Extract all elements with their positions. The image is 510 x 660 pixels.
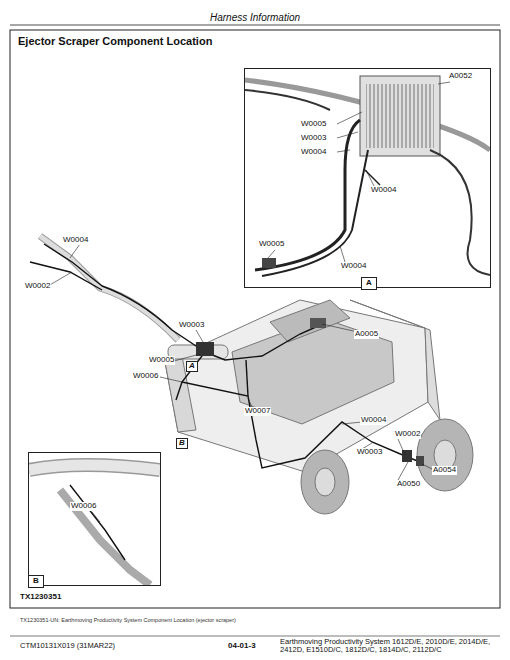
page-number: 04-01-3 xyxy=(228,642,256,651)
footer-rule xyxy=(10,636,500,637)
harness-wires xyxy=(30,244,420,468)
figure-frame xyxy=(10,30,500,608)
callout-number: W0002 xyxy=(24,282,51,291)
callout-number: W0002 xyxy=(394,430,421,439)
inset-b-drawing xyxy=(29,465,160,585)
model-list: Earthmoving Productivity System 1612D/E,… xyxy=(280,638,500,655)
callout-number: W0004 xyxy=(370,186,397,195)
figure-caption: TX1230351-UN: Earthmoving Productivity S… xyxy=(20,617,236,623)
document-id: CTM10131X019 (31MAR22) xyxy=(20,642,115,650)
inset-a-drawing xyxy=(245,76,490,276)
callout-number: A0050 xyxy=(396,480,421,489)
figure-title: Ejector Scraper Component Location xyxy=(18,35,212,47)
callout-number: W0005 xyxy=(300,120,327,129)
callout-number: W0005 xyxy=(258,240,285,249)
callout-number: A0052 xyxy=(448,72,473,81)
figure-number: TX1230351 xyxy=(20,593,61,602)
callout-number: W0004 xyxy=(300,148,327,157)
callout-number: W0006 xyxy=(132,372,159,381)
header-rule xyxy=(10,25,500,26)
inset-letter: A xyxy=(361,277,377,290)
callout-number: W0007 xyxy=(244,407,271,416)
callout-number: W0004 xyxy=(340,262,367,271)
inset-frame: A xyxy=(244,68,491,288)
callout-number: W0004 xyxy=(62,236,89,245)
callout-number: W0003 xyxy=(178,321,205,330)
callout-number: A0054 xyxy=(432,466,457,475)
callout-number: W0003 xyxy=(300,134,327,143)
callout-number: W0005 xyxy=(148,356,175,365)
view-marker: A xyxy=(186,361,198,372)
callout-number: W0003 xyxy=(356,448,383,457)
inset-frame: B xyxy=(28,452,161,586)
leader-lines xyxy=(48,244,432,480)
page-header: Harness Information xyxy=(210,12,300,23)
callout-number: W0006 xyxy=(70,502,97,511)
callout-number: W0004 xyxy=(360,416,387,425)
callout-number: A0005 xyxy=(354,330,379,339)
components xyxy=(196,318,424,466)
view-marker: B xyxy=(176,438,188,449)
inset-letter: B xyxy=(28,575,44,588)
